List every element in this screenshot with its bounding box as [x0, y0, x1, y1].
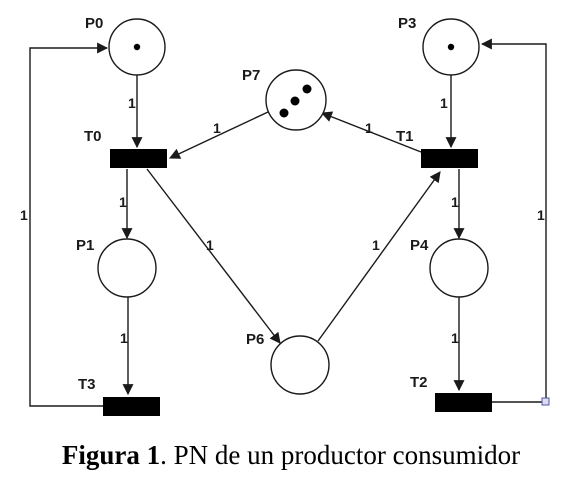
figure-caption-text: . PN de un productor consumidor: [160, 440, 521, 470]
arc-weight-t0-p1: 1: [119, 194, 127, 210]
arc-weight-p4-t2: 1: [451, 330, 459, 346]
transition-t3: [103, 397, 160, 416]
arc-p7-t0: [169, 111, 269, 159]
transition-t2: [435, 393, 492, 412]
arc-t2-p3: [480, 38, 547, 403]
token-p0: [133, 43, 141, 51]
tokens: [133, 43, 455, 118]
arc-t0-p6: [146, 168, 281, 344]
arc-t3-p0: [29, 42, 109, 407]
place-label-p0: P0: [85, 15, 103, 32]
arc-weight-p0-t0: 1: [128, 95, 136, 111]
arc-weight-t0-p6: 1: [206, 237, 214, 253]
transition-label-t1: T1: [396, 128, 414, 145]
arc-weight-p1-t3: 1: [120, 330, 128, 346]
places: [97, 18, 489, 395]
place-label-p3: P3: [398, 15, 416, 32]
token-p7-2: [290, 96, 300, 106]
transition-t0: [110, 149, 167, 168]
arc-t1-p7: [320, 111, 422, 153]
place-p4: [429, 238, 489, 298]
transition-label-t0: T0: [84, 128, 102, 145]
transition-t1: [421, 149, 478, 168]
place-label-p6: P6: [246, 331, 264, 348]
token-p7-1: [279, 108, 289, 118]
arc-weight-p7-t0: 1: [213, 120, 221, 136]
figure-caption-label: Figura 1: [61, 440, 161, 470]
arc-weight-t1-p4: 1: [451, 194, 459, 210]
figure-caption: Figura 1. PN de un productor consumidor: [0, 440, 582, 471]
place-label-p4: P4: [410, 237, 429, 254]
arc-p6-t1: [317, 171, 441, 342]
place-label-p7: P7: [242, 67, 260, 84]
arc-bend-handle: [541, 397, 550, 406]
arcs: [29, 38, 547, 407]
transitions: [103, 149, 492, 416]
arc-weight-t3-p0: 1: [20, 207, 28, 223]
place-p1: [97, 238, 157, 298]
arc-weight-t1-p7: 1: [365, 120, 373, 136]
place-p6: [270, 335, 330, 395]
token-p7-3: [302, 84, 312, 94]
arc-weight-p3-t1: 1: [440, 95, 448, 111]
place-label-p1: P1: [76, 237, 94, 254]
token-p3: [447, 43, 455, 51]
transition-label-t3: T3: [78, 376, 96, 393]
arc-weight-t2-p3: 1: [537, 207, 545, 223]
transition-label-t2: T2: [410, 374, 428, 391]
arc-weight-p6-t1: 1: [372, 237, 380, 253]
